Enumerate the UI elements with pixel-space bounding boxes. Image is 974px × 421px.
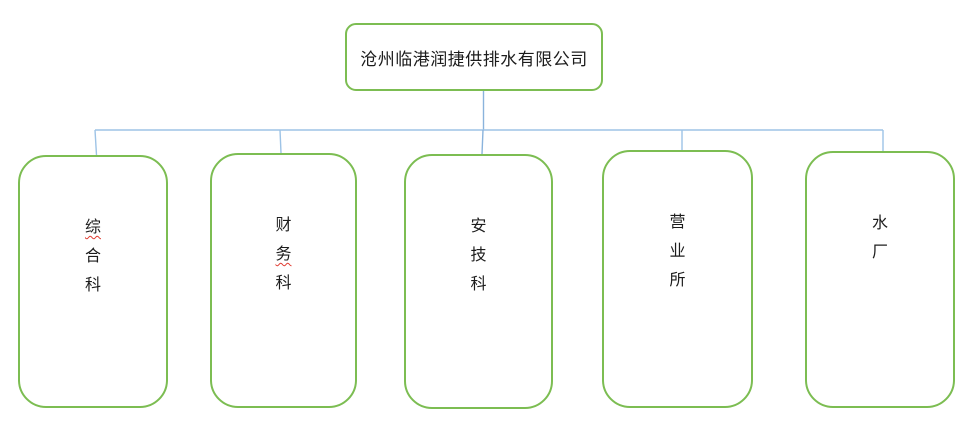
dept-label-char: 水 [871, 215, 888, 232]
dept-label: 安技科 [470, 212, 486, 299]
org-box-business-office: 营业所 [602, 150, 753, 408]
dept-label-char: 安 [470, 218, 487, 235]
dept-label-char: 业 [669, 243, 686, 260]
dept-label-char: 务 [275, 246, 292, 263]
org-box-finance-dept: 财务科 [210, 153, 357, 408]
dept-label-char: 科 [470, 276, 487, 293]
dept-label-char: 所 [669, 272, 686, 289]
dept-label: 水厂 [872, 209, 888, 267]
dept-label-char: 科 [84, 277, 101, 294]
org-box-general-affairs-dept: 综合科 [18, 155, 168, 408]
dept-label-char: 厂 [871, 244, 888, 261]
connector-drop-3 [481, 129, 484, 155]
dept-label-char: 科 [275, 275, 292, 292]
org-box-water-plant: 水厂 [805, 151, 955, 408]
dept-label: 财务科 [275, 211, 291, 298]
company-root-label: 沧州临港润捷供排水有限公司 [360, 49, 588, 69]
dept-label-char: 技 [470, 247, 487, 264]
connector-drop-2 [279, 129, 282, 154]
dept-label-char: 合 [84, 248, 101, 265]
org-box-company-root: 沧州临港润捷供排水有限公司 [345, 23, 603, 91]
connector-drop-1 [94, 129, 98, 156]
org-box-safety-tech-dept: 安技科 [404, 154, 553, 409]
dept-label-char: 财 [275, 217, 292, 234]
dept-label-char: 综 [84, 219, 101, 236]
dept-label: 营业所 [669, 208, 685, 295]
dept-label-char: 营 [669, 214, 686, 231]
dept-label: 综合科 [85, 213, 101, 300]
